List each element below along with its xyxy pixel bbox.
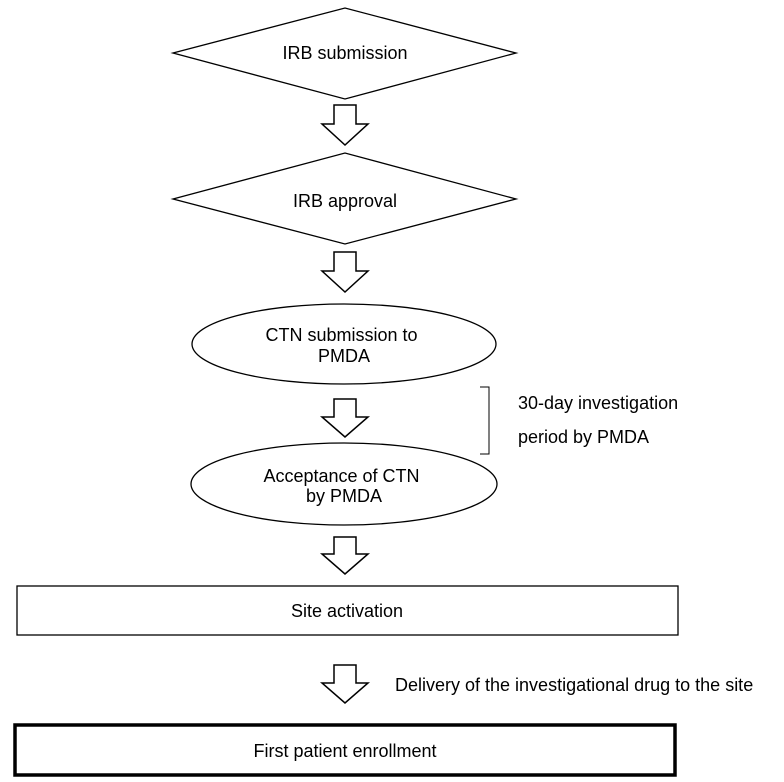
ctn-submission-label-line2: PMDA (318, 346, 370, 366)
investigation-period-line1: 30-day investigation (518, 393, 678, 413)
ctn-acceptance-node: Acceptance of CTN by PMDA (190, 442, 498, 526)
site-activation-node: Site activation (16, 585, 679, 636)
down-arrow-icon (319, 398, 371, 438)
ctn-submission-label-line1: CTN submission to (265, 325, 417, 345)
ctn-submission-ellipse (191, 303, 497, 385)
irb-submission-node: IRB submission (170, 7, 519, 100)
down-arrow-icon (319, 664, 371, 704)
ctn-acceptance-label-line2: by PMDA (306, 486, 382, 506)
irb-approval-diamond (170, 152, 519, 245)
first-patient-label: First patient enrollment (253, 741, 436, 761)
first-patient-box (13, 723, 677, 777)
drug-delivery-label: Delivery of the investigational drug to … (395, 675, 753, 695)
irb-approval-node: IRB approval (170, 152, 519, 245)
down-arrow-icon (319, 536, 371, 575)
ctn-submission-node: CTN submission to PMDA (191, 303, 497, 385)
ctn-submission-label: CTN submission to PMDA (265, 325, 422, 366)
first-patient-node: First patient enrollment (13, 723, 677, 777)
irb-submission-diamond (170, 7, 519, 100)
irb-submission-label: IRB submission (282, 43, 407, 63)
period-bracket (480, 386, 490, 455)
down-arrow-icon (320, 104, 370, 147)
down-arrow-icon (320, 251, 370, 294)
irb-approval-label: IRB approval (293, 191, 397, 211)
ctn-acceptance-label: Acceptance of CTN by PMDA (263, 466, 424, 506)
ctn-acceptance-label-line1: Acceptance of CTN (263, 466, 419, 486)
investigation-period-line2: period by PMDA (518, 427, 649, 447)
site-activation-box (16, 585, 679, 636)
ctn-acceptance-ellipse (190, 442, 498, 526)
site-activation-label: Site activation (291, 601, 403, 621)
